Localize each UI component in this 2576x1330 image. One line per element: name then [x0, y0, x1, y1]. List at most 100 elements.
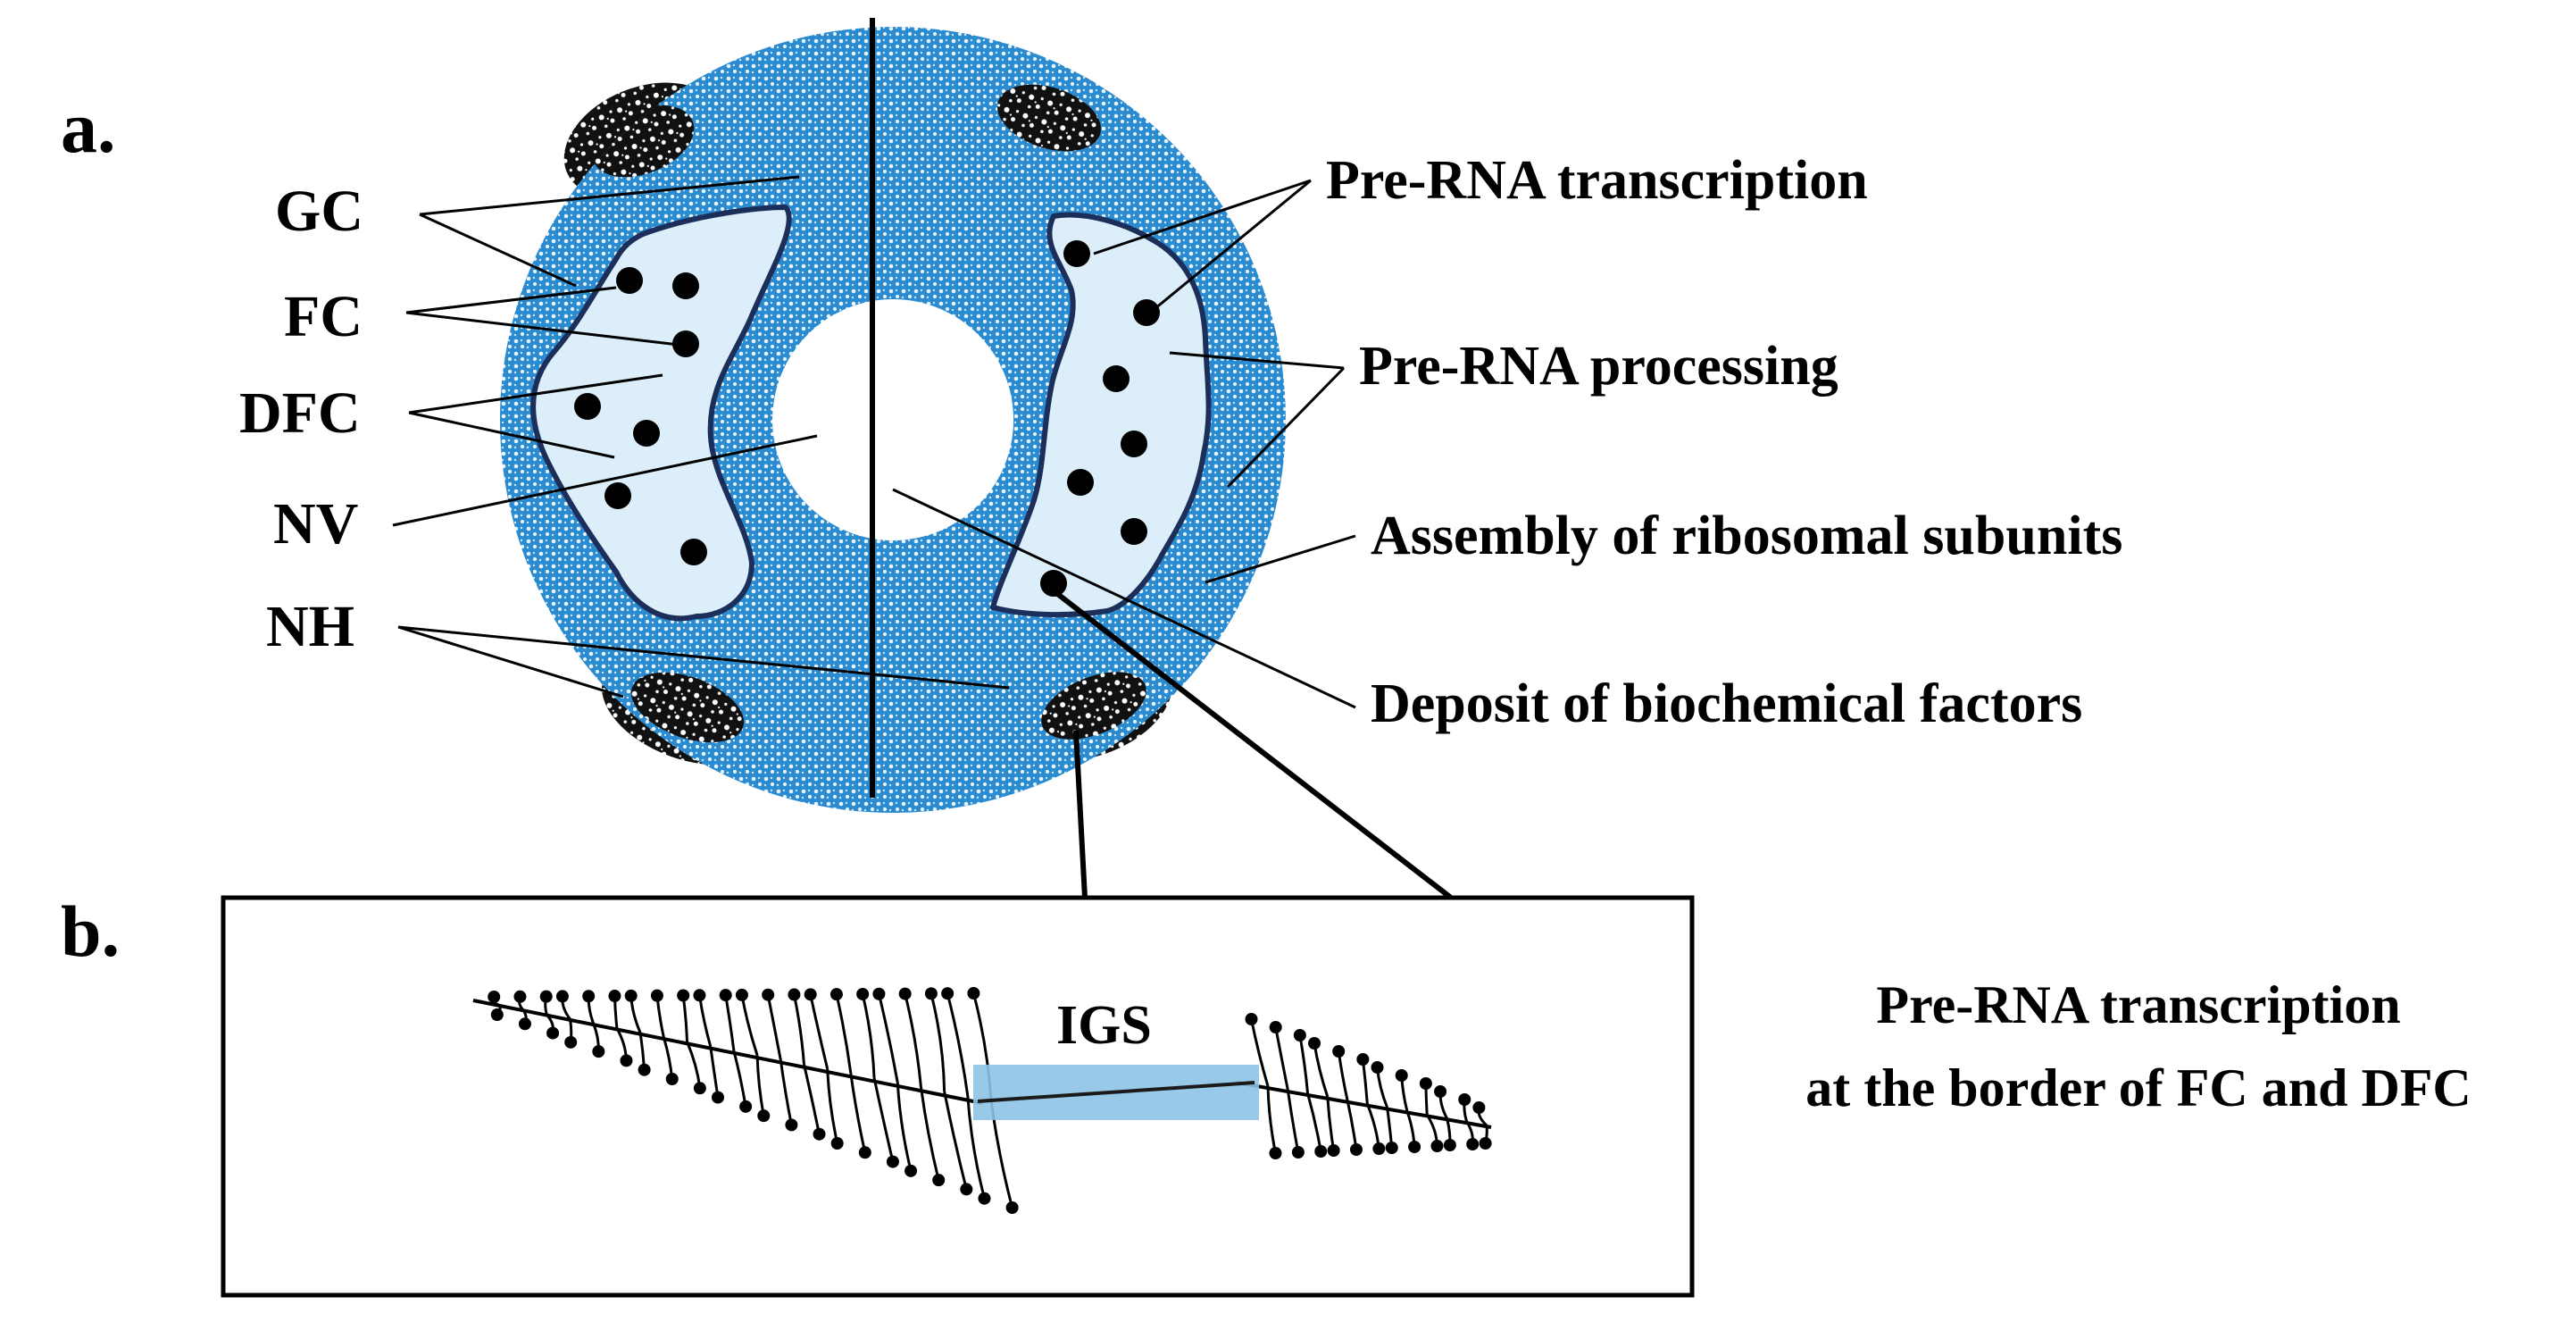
rna-fibril [740, 994, 759, 1056]
fc-dot [574, 393, 601, 420]
rdna-transcription-unit [472, 987, 1492, 1214]
panel-b-label: b. [61, 891, 120, 972]
rnp-granule [539, 990, 553, 1003]
rnp-granule [830, 1137, 844, 1150]
rnp-granule [898, 987, 912, 1000]
rnp-granule [1419, 1077, 1432, 1090]
rnp-granule [804, 988, 817, 1001]
rna-fibril [662, 1036, 674, 1080]
rna-fibril [755, 1055, 765, 1117]
rnp-granule [739, 1100, 753, 1113]
rnp-granule [941, 987, 955, 1000]
rna-fibril [1346, 1100, 1358, 1150]
rnp-granule [608, 990, 621, 1003]
rnp-granule [518, 1017, 531, 1031]
rnp-granule [1479, 1137, 1492, 1150]
fibrillar-centers [574, 240, 1160, 597]
gc-label: GC [275, 179, 363, 244]
rna-fibril [792, 994, 805, 1065]
rna-fibril [1313, 1042, 1330, 1098]
rnp-granule [1385, 1142, 1398, 1154]
rnp-granule [1245, 1013, 1258, 1025]
rna-fibril [1365, 1103, 1380, 1150]
rnp-granule [564, 1035, 578, 1049]
rnp-granule [1332, 1045, 1346, 1058]
dfc-region-left [530, 205, 792, 622]
rna-fibril [724, 994, 736, 1051]
rnp-granule [1466, 1138, 1480, 1150]
rna-fibril [835, 993, 853, 1074]
fc-dot [1063, 240, 1090, 267]
rnp-granule [1430, 1140, 1444, 1152]
rnp-granule [546, 1026, 560, 1040]
rnp-granule [762, 988, 775, 1001]
rnp-granule [1269, 1021, 1282, 1033]
rnp-granule [624, 989, 638, 1002]
rnp-granule [1005, 1201, 1019, 1214]
rnp-granule [1472, 1101, 1486, 1114]
rnp-granule [592, 1045, 605, 1058]
panel-a-label: a. [61, 87, 116, 168]
rna-fibril [919, 1086, 940, 1181]
rnp-granule [1458, 1093, 1471, 1106]
rna-fibril [1337, 1050, 1349, 1101]
rnp-granule [1349, 1143, 1363, 1156]
rnp-granule [693, 1082, 706, 1095]
rna-fibril [1298, 1034, 1310, 1094]
rnp-granule [1443, 1139, 1456, 1151]
rnp-granule [1314, 1145, 1328, 1158]
right-labels: Pre-RNA transcription Pre-RNA processing… [1326, 150, 2122, 734]
rnp-granule [735, 988, 748, 1001]
rnp-granule [813, 1127, 826, 1141]
pre-rna-processing-label: Pre-RNA processing [1359, 336, 1838, 397]
left-labels: GC FC DFC NV NH [239, 179, 363, 659]
fc-dot [672, 330, 699, 357]
rnp-granule [638, 1063, 651, 1076]
rna-fibril [946, 992, 970, 1097]
rnp-granule [650, 989, 663, 1002]
rnp-granule [1372, 1142, 1386, 1155]
rnp-granule [1291, 1146, 1305, 1159]
rnp-granule [712, 1091, 724, 1104]
rna-fibril [1306, 1092, 1322, 1152]
rnp-granule [788, 988, 801, 1001]
rnp-granule [1293, 1029, 1306, 1041]
rnp-granule [693, 989, 706, 1002]
left-leader-lines [392, 175, 1010, 698]
igs-spacer-dna [977, 1081, 1255, 1103]
dna-axis-right [1236, 1081, 1492, 1129]
rnp-granule [1371, 1061, 1384, 1074]
igs-label: IGS [1056, 995, 1152, 1056]
rnp-granule [960, 1183, 973, 1196]
rna-fibril [826, 1068, 839, 1144]
rna-fibril [1250, 1018, 1270, 1087]
rna-fibril [766, 994, 782, 1060]
nv-label: NV [273, 491, 358, 556]
rna-fibril [1361, 1058, 1369, 1105]
rnp-granule [488, 991, 501, 1003]
pre-rna-transcription-label: Pre-RNA transcription [1326, 150, 1868, 211]
rna-fibril [877, 993, 899, 1083]
rnp-granule [856, 987, 870, 1000]
rna-fibril [809, 994, 829, 1070]
rna-fibril [966, 1095, 986, 1200]
rnp-granule [1327, 1144, 1340, 1157]
fc-dot [680, 539, 707, 565]
rna-fibril [697, 995, 713, 1047]
fc-dot [672, 272, 699, 299]
rna-fibril [779, 1059, 793, 1125]
rnp-granule [967, 987, 980, 1000]
rnp-granule [924, 987, 938, 1000]
rnp-granule [858, 1146, 871, 1159]
rna-fibril [930, 993, 946, 1092]
rna-fibril [1326, 1096, 1336, 1151]
rnp-granule [677, 989, 690, 1002]
fc-label: FC [284, 284, 363, 349]
fc-dot [1040, 570, 1067, 597]
fc-dot [1121, 518, 1147, 545]
rnp-granule [582, 990, 596, 1003]
rnp-granule [785, 1118, 798, 1132]
rna-fibril [1266, 1085, 1277, 1154]
rnp-granule [978, 1192, 991, 1205]
